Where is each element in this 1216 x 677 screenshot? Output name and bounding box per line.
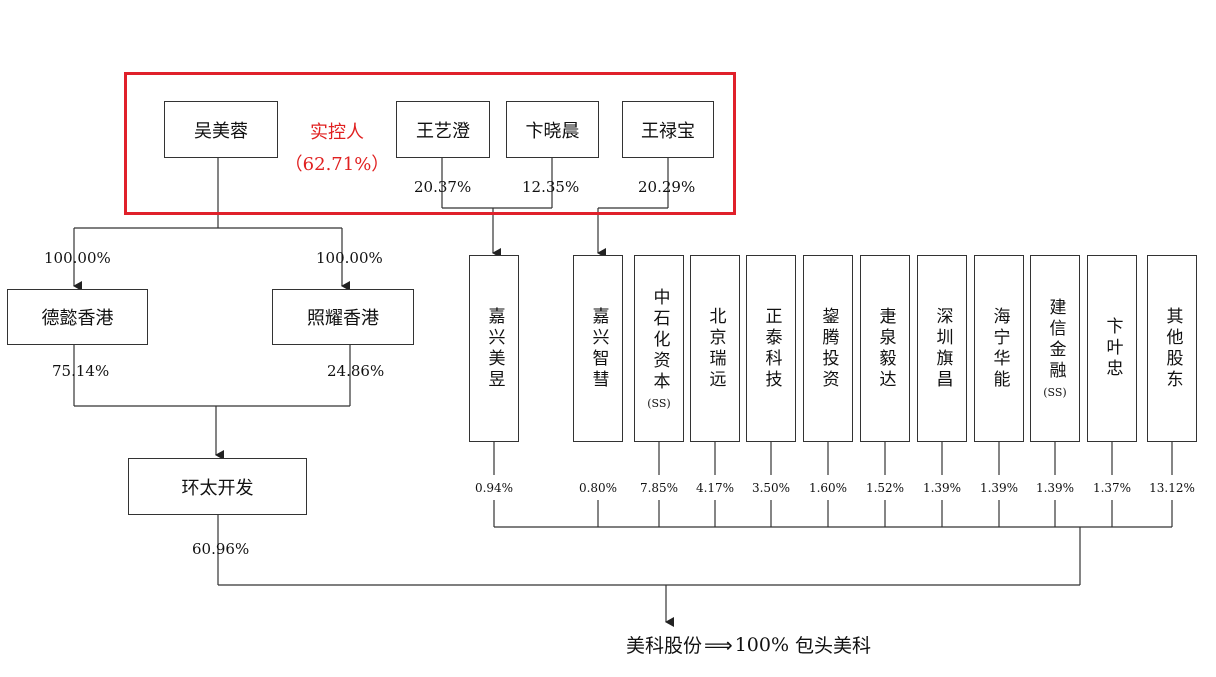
ownership-pct: 100.00% [316, 249, 383, 267]
person-box-wang-lubao: 王禄宝 [622, 101, 714, 158]
shareholder-box: 其他股东 [1147, 255, 1197, 442]
shareholder-name: 鋆腾投资 [818, 306, 839, 391]
shareholder-note: (SS) [647, 396, 671, 410]
entity-name: 德懿香港 [41, 308, 114, 329]
subsidiary-name: 包头美科 [795, 635, 872, 657]
shareholder-pct: 13.12% [1149, 481, 1195, 495]
shareholder-box: 中石化资本 (SS) [634, 255, 684, 442]
person-name: 王艺澄 [416, 120, 470, 142]
ownership-pct: 100.00% [44, 249, 111, 267]
shareholder-pct: 1.39% [1035, 481, 1075, 495]
shareholder-pct: 0.94% [474, 481, 514, 495]
person-pct: 12.35% [522, 178, 580, 196]
controller-label: 实控人 [310, 122, 364, 143]
shareholder-box: 建信金融 (SS) [1030, 255, 1080, 442]
person-name: 吴美蓉 [194, 120, 248, 142]
person-name: 王禄宝 [641, 120, 695, 142]
shareholder-name: 嘉兴美昱 [484, 306, 505, 391]
shareholder-pct: 1.37% [1092, 481, 1132, 495]
shareholder-name: 中石化资本 [649, 287, 670, 393]
controller-highlight-frame [124, 72, 736, 215]
issuer-name: 美科股份 [626, 635, 703, 657]
shareholder-name: 嘉兴智彗 [588, 306, 609, 391]
entity-box-huantai: 环太开发 [128, 458, 307, 515]
entity-name: 环太开发 [181, 477, 254, 499]
holding-pct: 75.14% [52, 362, 110, 380]
shareholder-box: 嘉兴美昱 [469, 255, 519, 442]
holding-pct: 24.86% [327, 362, 385, 380]
shareholder-name: 海宁华能 [989, 306, 1010, 391]
shareholder-pct: 3.50% [751, 481, 791, 495]
shareholder-name: 深圳旗昌 [932, 306, 953, 391]
shareholder-pct: 4.17% [695, 481, 735, 495]
huantai-pct: 60.96% [192, 540, 250, 558]
subsidiary-pct: 100% [734, 633, 790, 656]
shareholder-pct: 1.52% [865, 481, 905, 495]
shareholder-name: 其他股东 [1162, 306, 1183, 391]
shareholder-box: 深圳旗昌 [917, 255, 967, 442]
person-pct: 20.29% [638, 178, 696, 196]
shareholder-pct: 0.80% [578, 481, 618, 495]
shareholder-name: 疌泉毅达 [875, 306, 896, 391]
entity-name: 照耀香港 [307, 308, 379, 329]
person-box-bian-xiaochen: 卞晓晨 [506, 101, 599, 158]
shareholder-box: 海宁华能 [974, 255, 1024, 442]
person-box-wu-meirong: 吴美蓉 [164, 101, 278, 158]
double-arrow-icon: ⟹ [704, 632, 733, 657]
person-pct: 20.37% [414, 178, 472, 196]
shareholder-box: 疌泉毅达 [860, 255, 910, 442]
shareholder-name: 正泰科技 [761, 306, 782, 391]
shareholder-name: 建信金融 [1045, 298, 1066, 382]
shareholder-box: 嘉兴智彗 [573, 255, 623, 442]
shareholder-box: 北京瑞远 [690, 255, 740, 442]
shareholder-box: 正泰科技 [746, 255, 796, 442]
shareholder-box: 鋆腾投资 [803, 255, 853, 442]
shareholder-box: 卞叶忠 [1087, 255, 1137, 442]
shareholder-name: 卞叶忠 [1102, 317, 1123, 380]
issuer-line: 美科股份 ⟹ 100% 包头美科 [626, 631, 871, 658]
shareholder-name: 北京瑞远 [705, 306, 726, 391]
person-name: 卞晓晨 [525, 120, 580, 142]
controller-share: （62.71%） [284, 154, 390, 175]
shareholder-pct: 1.39% [922, 481, 962, 495]
shareholder-note: (SS) [1043, 386, 1067, 399]
shareholder-pct: 7.85% [639, 481, 679, 495]
shareholder-pct: 1.60% [808, 481, 848, 495]
person-box-wang-yicheng: 王艺澄 [396, 101, 490, 158]
shareholder-pct: 1.39% [979, 481, 1019, 495]
entity-box-zhaoyao-hk: 照耀香港 [272, 289, 414, 345]
entity-box-deyi-hk: 德懿香港 [7, 289, 148, 345]
